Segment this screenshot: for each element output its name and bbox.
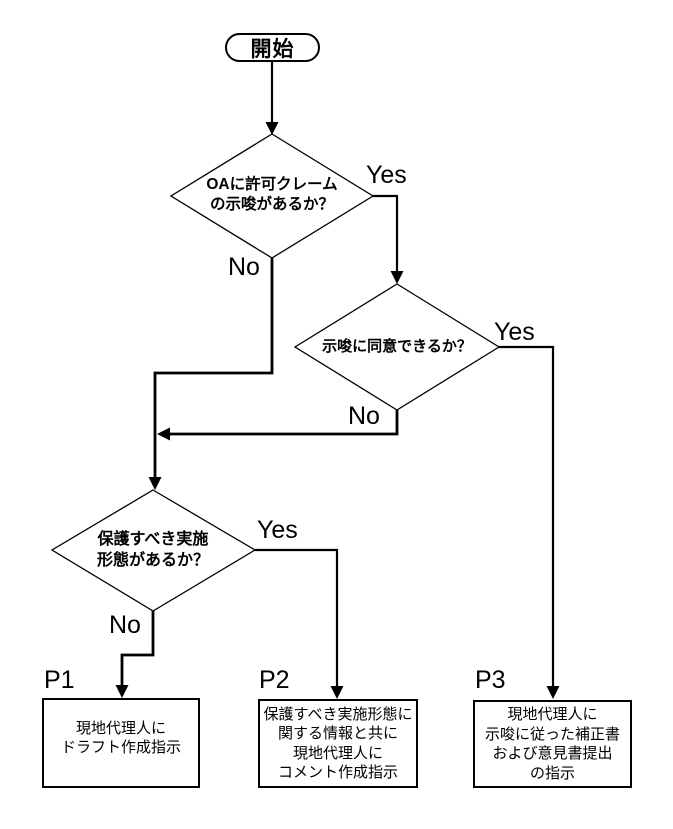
process-p1-box: 現地代理人に ドラフト作成指示 [42,698,200,788]
decision3-text: 保護すべき実施 形態があるか？ [52,529,254,571]
process-p3-line3: および意見書提出 [492,745,613,762]
process-p1-line1: 現地代理人に [75,719,166,737]
decision1-line2: の示唆があるか？ [209,196,334,213]
decision1-yes-label: Yes [366,161,407,189]
decision1-no-label: No [228,253,260,281]
process-p3-line2: 示唆に従った補正書 [484,725,620,743]
decision1-diamond-shape [169,133,375,259]
connector-decision3-no-to-p1 [120,611,155,686]
connector-decision1-yes-to-decision2 [373,194,399,272]
connector-decision3-yes-to-p2 [255,548,339,686]
arrowhead-into-p1 [115,685,129,698]
process-p1-tag: P1 [44,666,75,694]
process-p2-line3: 現地代理人に [292,744,383,762]
arrowhead-into-p2 [330,686,344,699]
decision1-text: OAに許可クレーム の示唆があるか？ [171,175,373,215]
decision3-no-label: No [109,611,141,639]
process-p3-line4: の指示 [529,764,575,782]
decision3-diamond-shape [50,489,257,612]
arrowhead-into-decision3 [148,477,162,490]
process-p2-tag: P2 [259,666,290,694]
process-p2-line4: コメント作成指示 [277,764,398,781]
arrowhead-into-decision1 [265,122,279,135]
process-p1-text: 現地代理人に ドラフト作成指示 [61,719,181,758]
decision2-diamond-shape [293,283,501,411]
decision2-text: 示唆に同意できるか？ [295,337,499,357]
decision3-yes-label: Yes [257,516,298,544]
start-label: 開始 [250,37,295,61]
connector-decision1-no-to-decision3 [153,258,274,478]
start-node: 開始 [225,33,320,62]
process-p2-text: 保護すべき実施形態に 関する情報と共に 現地代理人に コメント作成指示 [264,705,413,783]
connector-decision2-no-merge [170,410,399,436]
decision2-line1: 示唆に同意できるか？ [322,338,472,355]
process-p2-line2: 関する情報と共に [277,725,398,742]
arrowhead-into-decision2 [390,271,404,284]
process-p2-line1: 保護すべき実施形態に [263,705,413,723]
decision3-line1: 保護すべき実施 [97,531,209,548]
decision2-yes-label: Yes [494,318,535,346]
process-p3-tag: P3 [475,666,506,694]
decision2-no-label: No [348,402,380,430]
process-p3-text: 現地代理人に 示唆に従った補正書 および意見書提出 の指示 [485,705,620,783]
connector-decision2-yes-to-p3 [499,345,555,687]
process-p2-box: 保護すべき実施形態に 関する情報と共に 現地代理人に コメント作成指示 [258,699,418,788]
decision3-line2: 形態があるか？ [96,552,209,569]
process-p3-box: 現地代理人に 示唆に従った補正書 および意見書提出 の指示 [473,700,632,788]
arrowhead-into-p3 [546,686,560,699]
decision1-line1: OAに許可クレーム [206,176,338,193]
process-p1-line2: ドラフト作成指示 [60,739,181,756]
arrowhead-merge-left [157,427,170,441]
process-p3-line1: 現地代理人に [507,706,598,723]
